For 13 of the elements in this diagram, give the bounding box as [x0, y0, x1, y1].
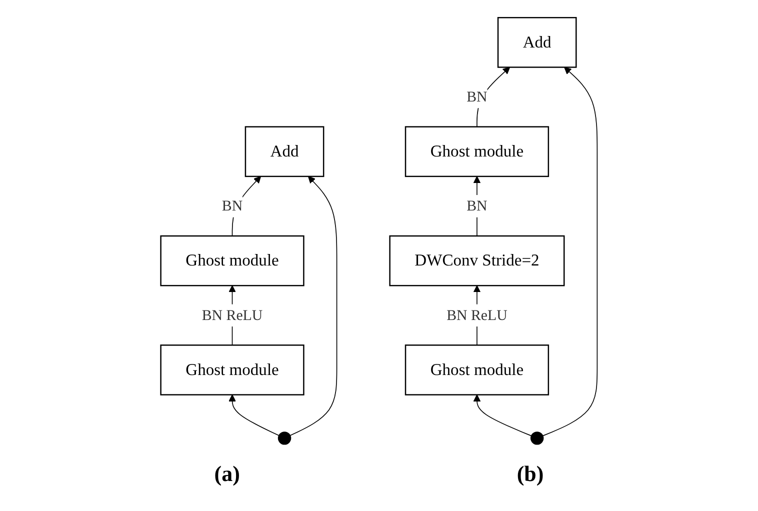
edge-label: BN	[222, 194, 243, 217]
process-box: Add	[497, 16, 577, 68]
process-box: Ghost module	[404, 126, 550, 177]
panel-caption: (b)	[516, 461, 544, 488]
process-box: Add	[244, 126, 324, 177]
process-box: Ghost module	[160, 344, 304, 395]
edge-label: BN ReLU	[446, 304, 508, 326]
panel-caption: (a)	[214, 461, 240, 488]
process-box: Ghost module	[404, 344, 550, 395]
edge-label: BN	[466, 194, 488, 217]
edge-label: BN ReLU	[202, 304, 263, 326]
process-box: DWConv Stride=2	[389, 234, 565, 286]
process-box: Ghost module	[160, 234, 304, 286]
